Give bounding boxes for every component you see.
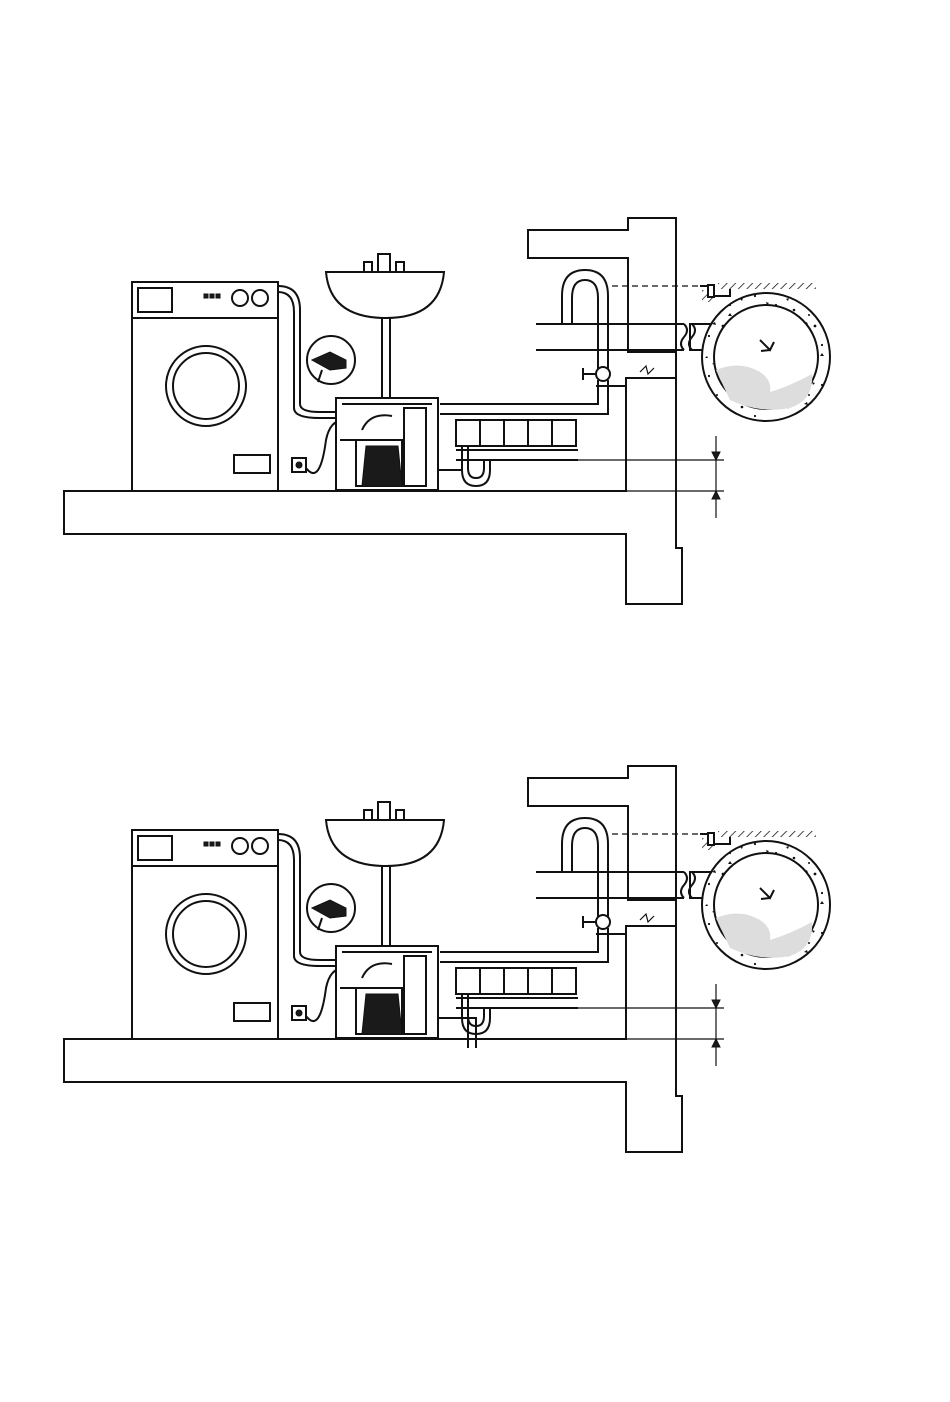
installation-diagram-bottom	[64, 766, 830, 1152]
installation-diagram-top	[64, 218, 830, 604]
